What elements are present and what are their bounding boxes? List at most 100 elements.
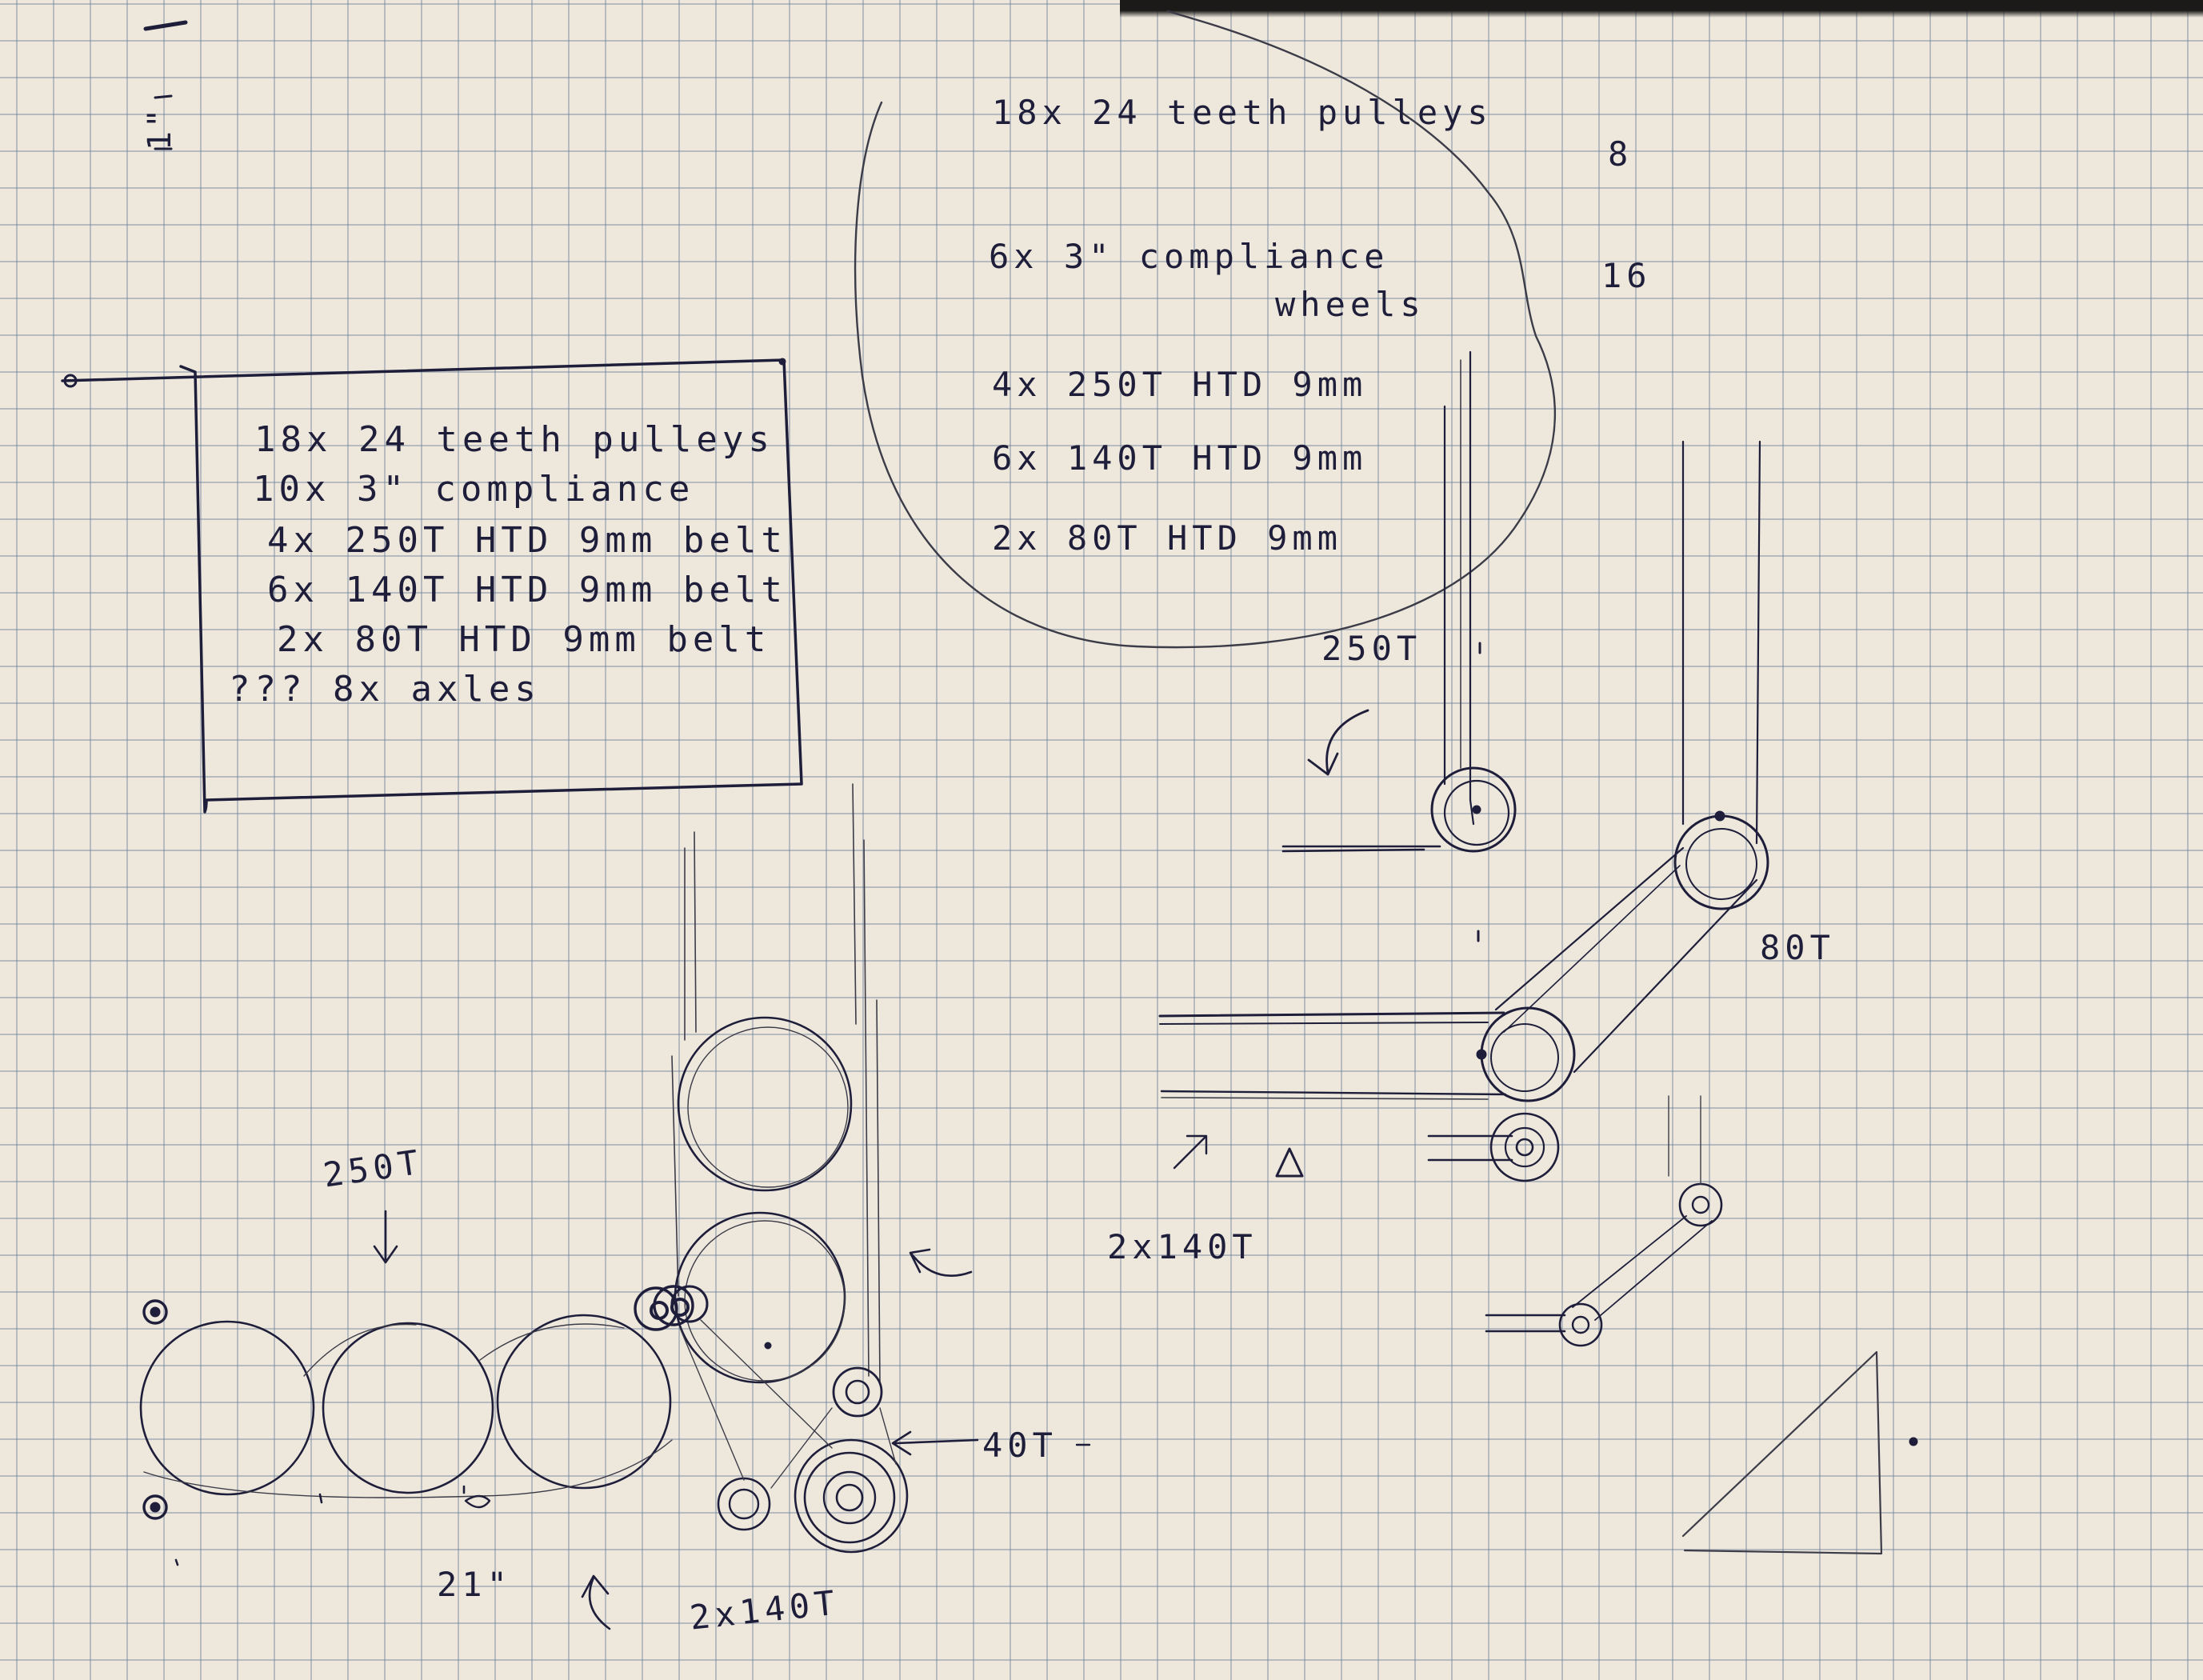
pulley-cluster-1 (634, 1286, 678, 1331)
belt-140-right-top-2 (1159, 1022, 1489, 1025)
arrow-40-left (891, 1430, 979, 1456)
corner-pulley-top-core (150, 1306, 161, 1318)
wheel-stack-top-2 (687, 1026, 849, 1188)
list-box-corner-dot-right (778, 358, 786, 366)
belt-250-left-bottom (143, 1439, 673, 1498)
cloud-list-item-2: 6x 3" compliance (989, 237, 1389, 276)
box-list-item-2: 10x 3" compliance (253, 469, 695, 510)
cloud-side-count-1: 8 (1608, 134, 1633, 174)
pulley-small-right (1489, 1112, 1560, 1182)
arrow-140-left (581, 1574, 611, 1630)
triangle-mark (1275, 1147, 1304, 1178)
label-80t-right: 80T (1760, 928, 1835, 967)
pulley-80-bottom (1480, 1006, 1576, 1102)
corner-pulley-bottom (142, 1494, 168, 1520)
axle-link-lower (1485, 1314, 1566, 1333)
box-list-item-3: 4x 250T HTD 9mm belt (267, 520, 787, 561)
cloud-list-item-6: 2x 80T HTD 9mm (992, 518, 1343, 558)
pulley-40-left (717, 1477, 771, 1531)
arrow-140-right (1173, 1134, 1208, 1170)
axle-small-right (1427, 1134, 1513, 1162)
pulley-250-axle (1472, 805, 1481, 814)
pulley-40-main-inner (822, 1470, 877, 1525)
cloud-list-item-4: 4x 250T HTD 9mm (992, 365, 1368, 404)
belt-vertical-4 (863, 839, 870, 1377)
pulley-small-right-inner (1504, 1126, 1545, 1168)
belt-vertical-6 (671, 1055, 679, 1297)
pulley-80-top-dot (1714, 810, 1725, 822)
wheel-left-2 (322, 1322, 494, 1494)
box-list-item-1: 18x 24 teeth pulleys (254, 419, 774, 460)
question-marks: ??? (229, 669, 307, 710)
belt-140-right-bottom (1160, 1090, 1507, 1096)
label-21-inch: 21" (437, 1565, 512, 1604)
list-box-outline (61, 358, 803, 814)
pulley-80-top (1673, 814, 1769, 910)
link-line-2 (1594, 1220, 1713, 1321)
page-edge-shadow (1120, 0, 2203, 18)
cloud-list-outline (854, 10, 1556, 649)
pulley-80-bottom-inner (1490, 1023, 1559, 1092)
pulley-small-right-core (1515, 1138, 1534, 1157)
pulley-40-left-inner (728, 1488, 760, 1520)
wheel-left-1 (139, 1320, 315, 1496)
dim-tick-bottom (174, 1485, 466, 1566)
cloud-side-count-2: 16 (1601, 256, 1652, 295)
belt-250-left-top (303, 1323, 625, 1377)
pulley-link-upper (1678, 1182, 1723, 1227)
pulley-link-upper-core (1691, 1195, 1710, 1214)
belt-80-strand-1 (1494, 846, 1685, 1011)
pulley-40-upper (832, 1366, 883, 1418)
pulley-40-upper-core (845, 1379, 870, 1405)
wheel-left-3 (496, 1314, 672, 1490)
scale-label: 1" (142, 105, 179, 151)
box-list-item-5: 2x 80T HTD 9mm belt (277, 619, 771, 660)
arrow-curl-mid (909, 1248, 973, 1278)
belt-40-strand-2 (700, 1319, 833, 1449)
triangle-dot (1909, 1437, 1918, 1446)
arrow-250-right (1307, 709, 1369, 776)
small-oval-mark (464, 1494, 491, 1509)
pulley-80-top-inner (1685, 828, 1757, 900)
wheel-stack-dot (764, 1342, 772, 1350)
belt-40-strand-1 (679, 1327, 745, 1481)
box-list-item-4: 6x 140T HTD 9mm belt (267, 570, 787, 610)
belt-40-strand-3 (770, 1407, 833, 1489)
list-box-corner-dot (63, 374, 78, 388)
wheel-stack-top (677, 1016, 853, 1192)
belt-vertical-5 (876, 999, 881, 1385)
belt-80-strand-3 (1573, 878, 1758, 1074)
link-line-1 (1572, 1215, 1687, 1308)
pulley-link-lower (1558, 1302, 1603, 1347)
belt-40-strand-4 (879, 1407, 897, 1465)
pulley-250-inner (1443, 779, 1510, 846)
belt-140-right-top (1158, 1011, 1505, 1018)
label-40t-left: 40T (982, 1426, 1058, 1465)
belt-250-right-edge (1469, 350, 1475, 826)
axle-line-250 (1281, 845, 1441, 853)
wheel-stack-mid (674, 1211, 846, 1384)
belt-140-right-bottom-2 (1161, 1097, 1489, 1100)
pulley-40-main (803, 1451, 896, 1544)
axles-text: 8x axles (332, 669, 541, 710)
pulley-40-main-outer (794, 1438, 909, 1554)
belt-80-strand-2 (1503, 865, 1681, 1033)
label-2x140t-right: 2x140T (1107, 1227, 1257, 1266)
scale-tick-left-upper (154, 94, 173, 99)
scale-tick-top (143, 20, 188, 31)
cloud-list-item-5: 6x 140T HTD 9mm (992, 438, 1368, 478)
pulley-250-outer (1430, 766, 1517, 853)
corner-pulley-bottom-core (150, 1502, 161, 1513)
corner-pulley-top (142, 1299, 168, 1325)
box-list-item-6: ??? 8x axles (229, 672, 541, 707)
belt-vertical-3 (852, 783, 857, 1025)
arrow-250-left (373, 1210, 398, 1264)
belt-80-tall-right (1755, 440, 1761, 845)
label-250t-right: 250T (1321, 629, 1422, 668)
pulley-cluster-core-2 (670, 1298, 690, 1317)
pulley-link-lower-core (1571, 1315, 1590, 1334)
belt-vertical-2 (694, 831, 697, 1033)
right-triangle (1681, 1350, 1883, 1555)
cloud-list-item-1: 18x 24 teeth pulleys (992, 93, 1493, 132)
